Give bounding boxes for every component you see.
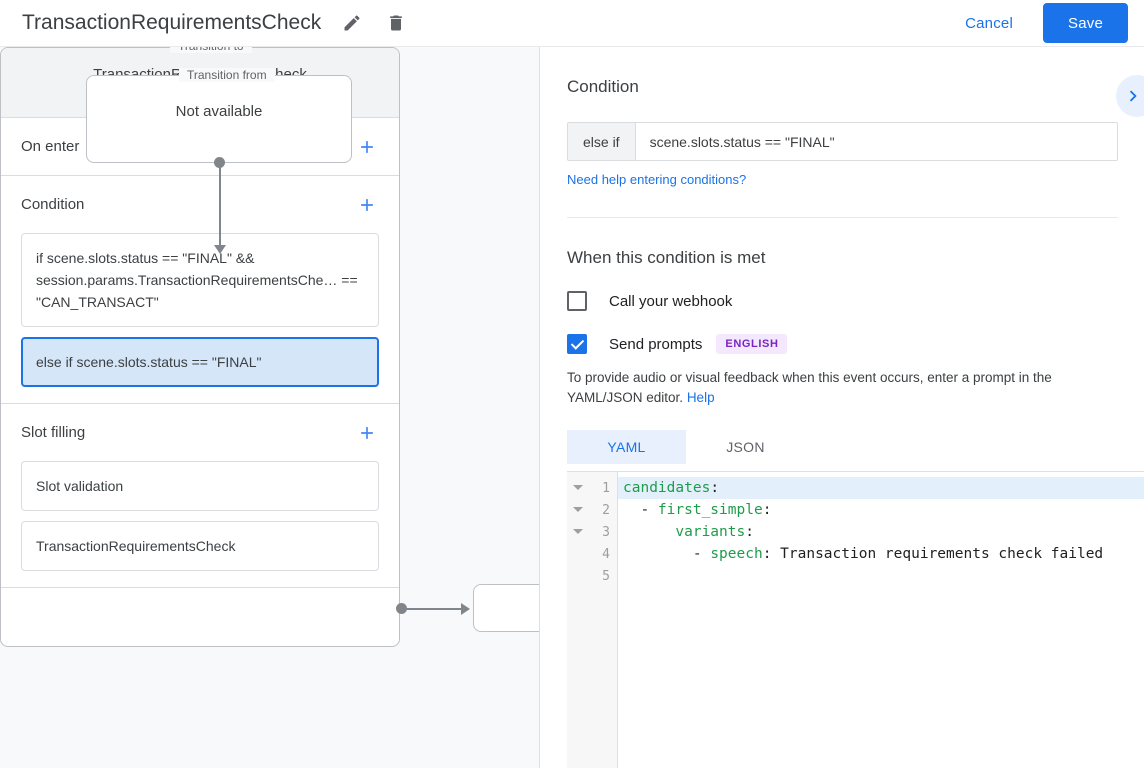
fold-triangle-icon[interactable] — [573, 507, 583, 512]
condition-input-row[interactable]: else if — [567, 122, 1118, 161]
section-body: if scene.slots.status == "FINAL" && sess… — [21, 233, 379, 403]
panel-when-met-section: When this condition is met Call your web… — [541, 218, 1144, 408]
connector-line-down — [218, 163, 221, 247]
connector-line-right — [402, 607, 462, 610]
description-text: To provide audio or visual feedback when… — [567, 370, 1052, 405]
plus-icon[interactable] — [355, 135, 379, 159]
condition-prefix-label: else if — [568, 123, 636, 160]
section-condition: Condition if scene.slots.status == "FINA… — [1, 176, 399, 404]
gutter-line[interactable]: 4 — [567, 543, 617, 565]
editor-gutter: 1 2 3 4 5 — [567, 472, 618, 768]
section-header: Condition — [21, 176, 379, 233]
section-header: On enter — [21, 118, 379, 175]
fold-triangle-icon[interactable] — [573, 485, 583, 490]
line-number: 3 — [602, 524, 610, 540]
flow-canvas[interactable]: Transition from Not available Transition… — [0, 47, 540, 768]
when-met-heading: When this condition is met — [567, 248, 766, 267]
connector-arrow-right — [461, 602, 470, 615]
send-prompts-checkbox[interactable] — [567, 334, 587, 354]
next-node-card[interactable] — [473, 584, 539, 632]
tab-yaml[interactable]: YAML — [567, 430, 686, 464]
transition-from-legend: Transition from — [179, 68, 275, 82]
panel-divider — [567, 217, 1118, 218]
section-header: Slot filling — [21, 404, 379, 461]
condition-expression-input[interactable] — [635, 123, 1117, 160]
code-line[interactable]: - first_simple: — [623, 502, 772, 518]
line-number: 5 — [602, 568, 610, 584]
gutter-line[interactable]: 1 — [567, 477, 617, 499]
transition-to-legend: Transition to — [170, 47, 252, 53]
line-number: 2 — [602, 502, 610, 518]
pencil-icon[interactable] — [338, 9, 366, 37]
yaml-key: speech — [710, 546, 763, 562]
transition-from-value: Not available — [175, 103, 263, 120]
code-line[interactable]: variants: — [675, 524, 754, 540]
list-item[interactable]: else if scene.slots.status == "FINAL" — [21, 337, 379, 387]
section-slot-filling: Slot filling Slot validation Transaction… — [1, 404, 399, 588]
condition-help-link[interactable]: Need help entering conditions? — [567, 172, 747, 187]
connector-dot-from — [214, 157, 225, 168]
top-bar: TransactionRequirementsCheck Cancel Save — [0, 0, 1144, 47]
section-title-slot-filling: Slot filling — [21, 424, 86, 441]
code-line[interactable] — [618, 565, 1144, 587]
section-on-enter: On enter — [1, 118, 399, 176]
transition-from-card[interactable]: Transition from Not available — [86, 68, 352, 163]
save-button[interactable]: Save — [1043, 3, 1128, 43]
plus-icon[interactable] — [355, 421, 379, 445]
page-title: TransactionRequirementsCheck — [22, 11, 322, 34]
help-link[interactable]: Help — [686, 390, 715, 405]
trash-icon[interactable] — [382, 9, 410, 37]
section-title-condition: Condition — [21, 196, 85, 213]
language-badge: ENGLISH — [716, 334, 788, 354]
code-line[interactable]: - speech: Transaction requirements check… — [623, 546, 1104, 562]
yaml-key: variants — [675, 524, 746, 540]
yaml-key: first_simple — [657, 502, 763, 518]
editor-code-area[interactable]: candidates: - first_simple: variants: - … — [618, 472, 1144, 768]
list-item[interactable]: Slot validation — [21, 461, 379, 511]
list-item[interactable]: TransactionRequirementsCheck — [21, 521, 379, 571]
send-prompts-description: To provide audio or visual feedback when… — [567, 368, 1118, 408]
yaml-key: candidates — [623, 480, 711, 496]
code-line[interactable]: candidates: — [618, 477, 1144, 499]
fold-triangle-icon[interactable] — [573, 529, 583, 534]
code-editor[interactable]: 1 2 3 4 5 candidates: - first_simple: va… — [567, 471, 1144, 768]
connector-dot-condition — [396, 603, 407, 614]
list-item[interactable]: if scene.slots.status == "FINAL" && sess… — [21, 233, 379, 327]
section-title-on-enter: On enter — [21, 138, 80, 155]
gutter-line[interactable]: 5 — [567, 565, 617, 587]
condition-heading: Condition — [567, 77, 639, 96]
editor-tabs: YAML JSON — [567, 430, 1144, 464]
chevron-right-icon[interactable] — [1116, 75, 1144, 117]
plus-icon[interactable] — [355, 193, 379, 217]
webhook-label: Call your webhook — [609, 292, 733, 310]
send-prompts-label: Send prompts — [609, 335, 703, 353]
line-number: 1 — [602, 480, 610, 496]
checkbox-row-send-prompts[interactable]: Send prompts ENGLISH — [567, 334, 1118, 354]
details-panel: Condition else if Need help entering con… — [541, 47, 1144, 768]
tab-json[interactable]: JSON — [726, 439, 765, 455]
line-number: 4 — [602, 546, 610, 562]
gutter-line[interactable]: 3 — [567, 521, 617, 543]
webhook-checkbox[interactable] — [567, 291, 587, 311]
cancel-button[interactable]: Cancel — [953, 7, 1025, 40]
panel-condition-section: Condition else if Need help entering con… — [541, 47, 1144, 218]
gutter-line[interactable]: 2 — [567, 499, 617, 521]
checkbox-row-webhook[interactable]: Call your webhook — [567, 291, 1118, 311]
section-body: Slot validation TransactionRequirementsC… — [21, 461, 379, 587]
connector-arrow-down — [213, 245, 226, 254]
